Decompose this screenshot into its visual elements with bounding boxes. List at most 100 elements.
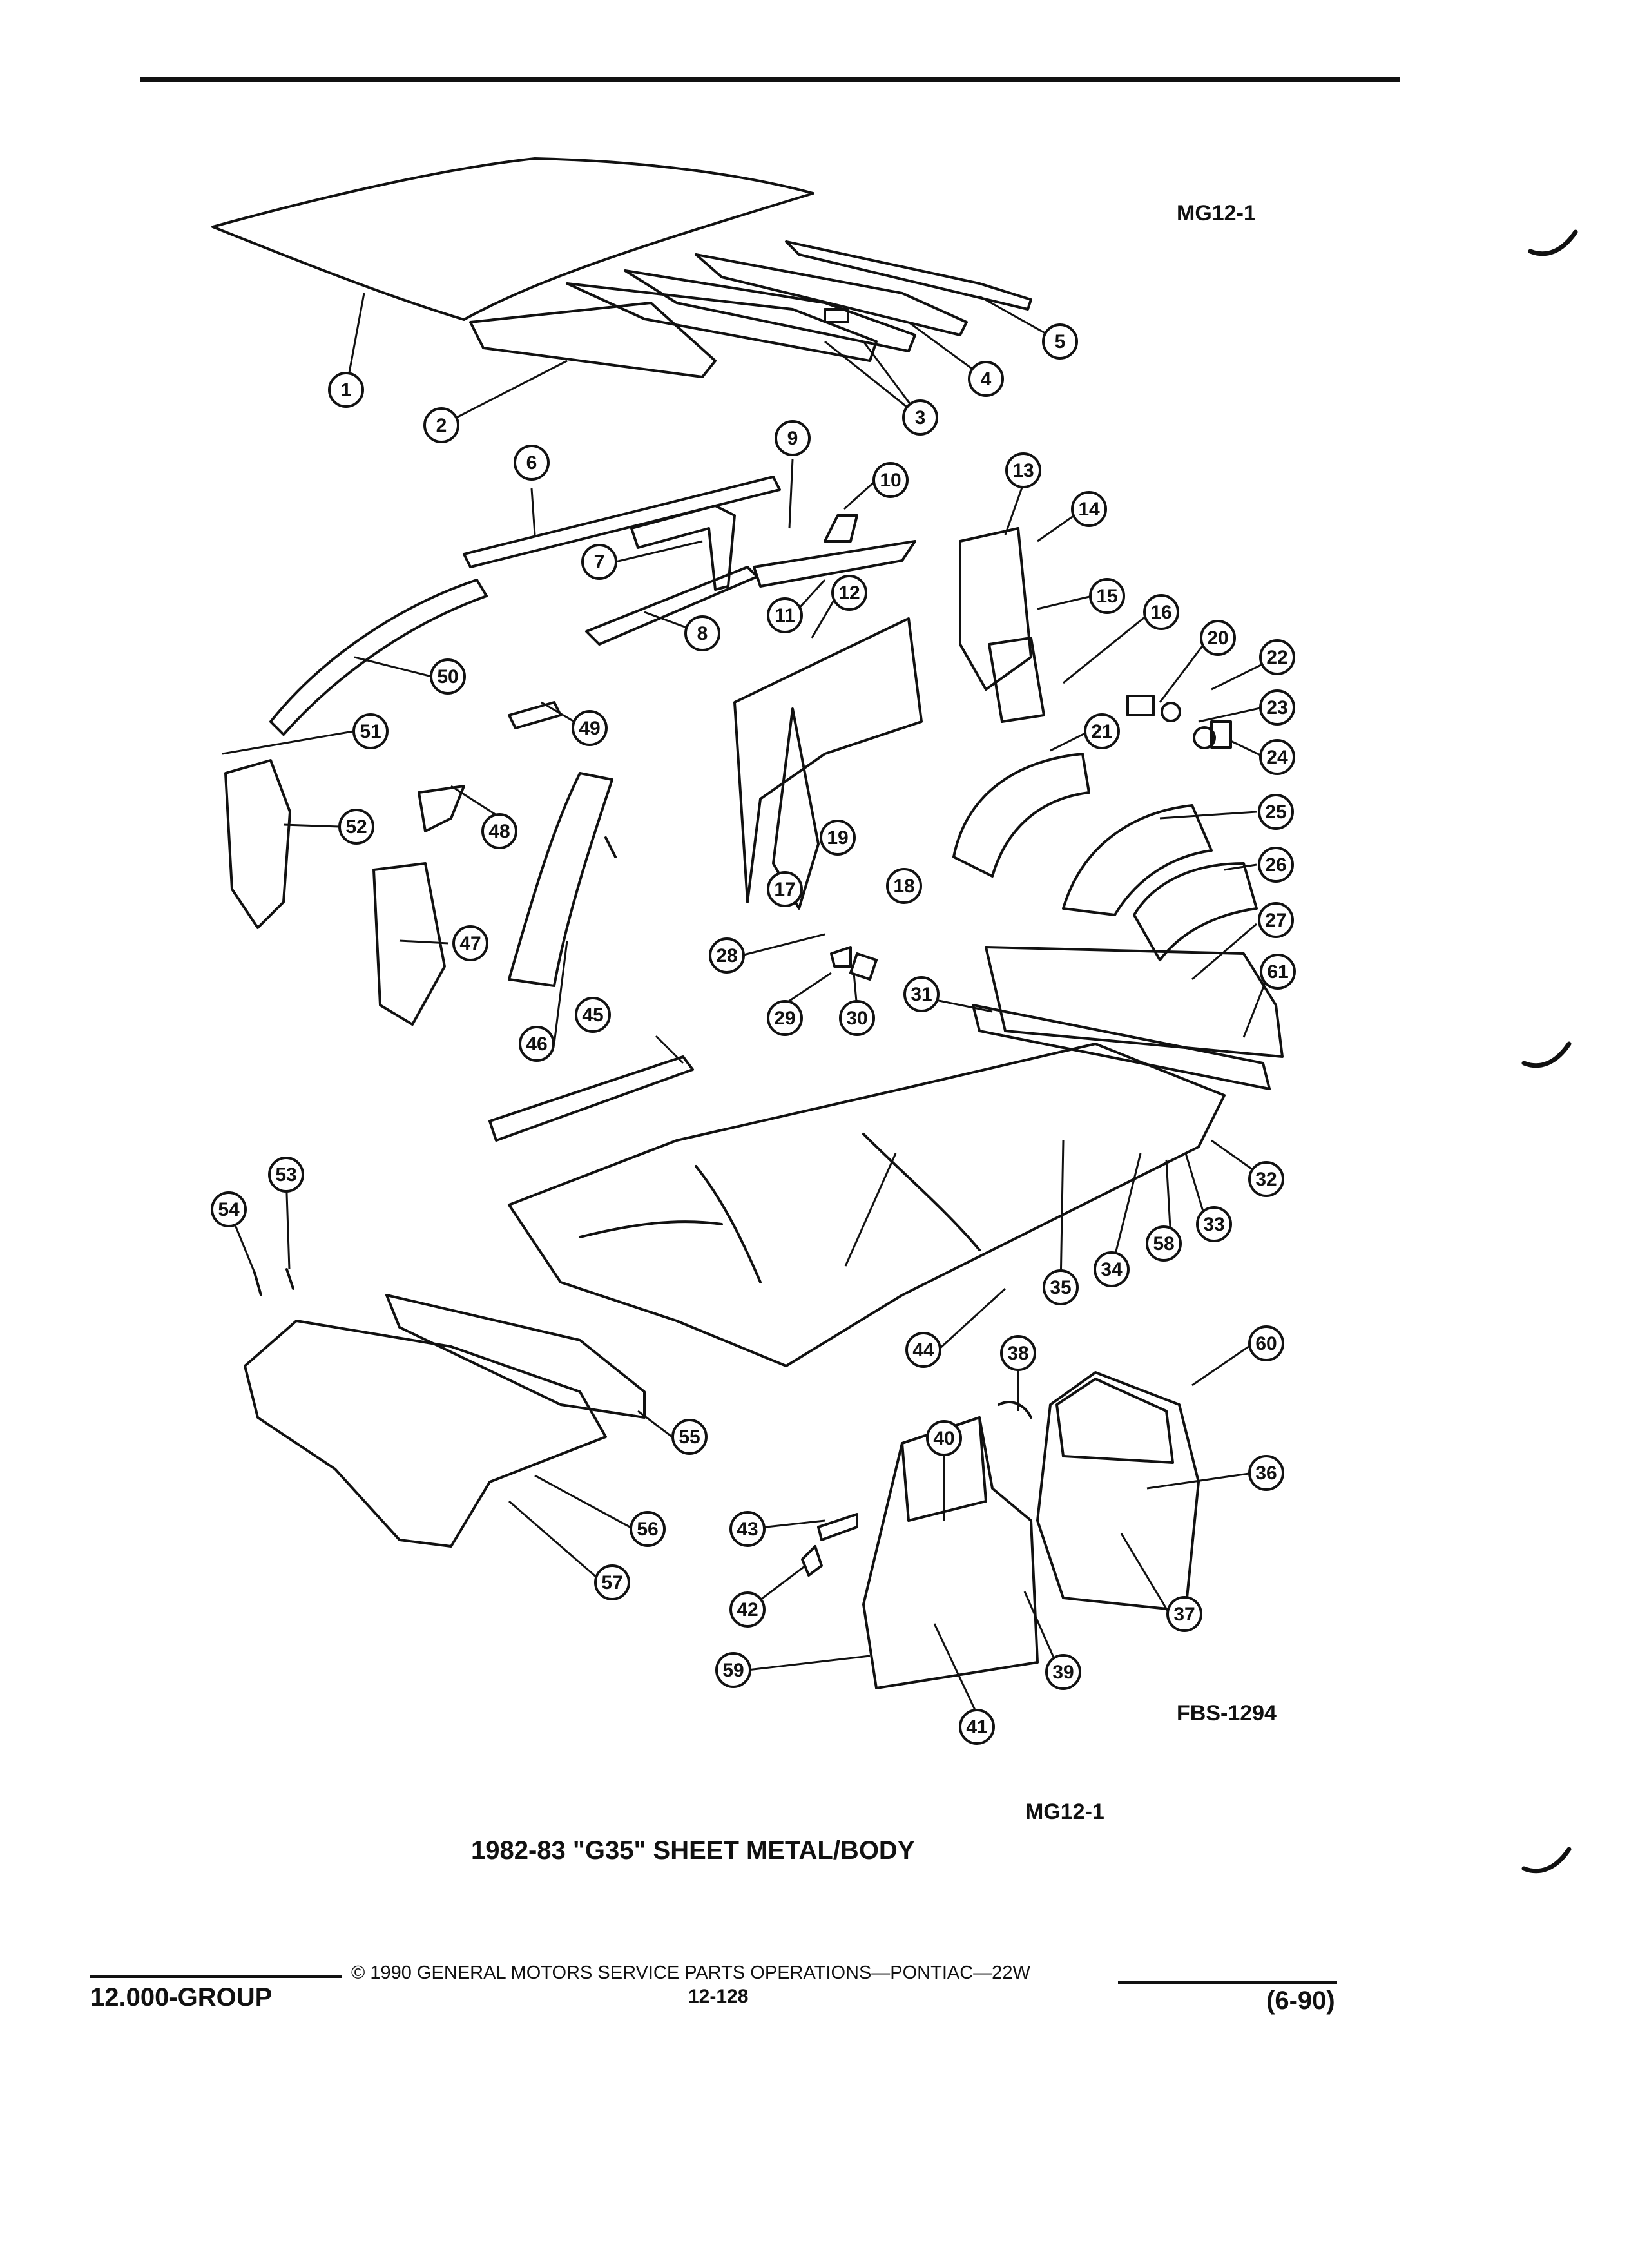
callout-36: 36	[1248, 1455, 1284, 1491]
callout-46: 46	[519, 1026, 555, 1062]
callout-number: 52	[345, 816, 367, 838]
callout-number: 26	[1265, 854, 1286, 876]
callout-circle	[1259, 689, 1295, 726]
callout-circle	[926, 1420, 962, 1456]
callout-25: 25	[1258, 794, 1294, 830]
callout-circle	[709, 937, 745, 974]
callout-number: 49	[579, 718, 600, 739]
callout-number: 20	[1207, 628, 1228, 649]
callout-number: 7	[594, 552, 605, 573]
callout-5: 5	[1042, 323, 1078, 360]
callout-circle	[1000, 1335, 1036, 1371]
callout-circle	[1166, 1596, 1202, 1632]
callout-circle	[1248, 1455, 1284, 1491]
callout-3: 3	[902, 399, 938, 436]
callout-circle	[430, 658, 466, 695]
callout-11: 11	[767, 597, 803, 633]
callout-30: 30	[839, 1000, 875, 1036]
callout-10: 10	[872, 462, 909, 498]
callout-52: 52	[338, 809, 374, 845]
callout-number: 13	[1012, 460, 1034, 481]
footer-page-number: 12-128	[688, 1986, 749, 2007]
callout-circle	[1043, 1269, 1079, 1305]
callout-circle	[514, 445, 550, 481]
callout-number: 36	[1255, 1463, 1277, 1484]
callout-number: 54	[218, 1199, 240, 1220]
callout-number: 33	[1203, 1214, 1224, 1235]
callout-56: 56	[630, 1511, 666, 1547]
callout-circle	[1260, 954, 1296, 990]
callout-number: 1	[341, 380, 352, 401]
callout-40: 40	[926, 1420, 962, 1456]
callout-48: 48	[481, 813, 517, 849]
callout-58: 58	[1146, 1225, 1182, 1262]
callout-32: 32	[1248, 1161, 1284, 1197]
callout-33: 33	[1196, 1206, 1232, 1242]
callout-number: 59	[722, 1660, 744, 1681]
callout-number: 39	[1052, 1662, 1074, 1683]
callout-circle	[352, 713, 389, 749]
callout-35: 35	[1043, 1269, 1079, 1305]
callout-number: 25	[1265, 802, 1286, 823]
callout-circle	[1258, 902, 1294, 938]
callout-circle	[729, 1511, 766, 1547]
callout-number: 46	[526, 1033, 547, 1055]
callout-44: 44	[905, 1332, 941, 1368]
callout-14: 14	[1071, 491, 1107, 527]
callout-23: 23	[1259, 689, 1295, 726]
callout-17: 17	[767, 871, 803, 907]
top-rule	[140, 77, 1400, 82]
callout-22: 22	[1259, 639, 1295, 675]
callout-number: 38	[1007, 1343, 1028, 1364]
callout-circle	[1259, 639, 1295, 675]
callout-47: 47	[452, 925, 488, 961]
binder-mark-3	[1521, 1847, 1572, 1874]
callout-15: 15	[1089, 578, 1125, 614]
callout-circle	[1258, 794, 1294, 830]
callout-number: 58	[1153, 1233, 1174, 1254]
callout-number: 42	[737, 1599, 758, 1620]
callout-circle	[715, 1652, 751, 1688]
callout-37: 37	[1166, 1596, 1202, 1632]
callout-number: 41	[966, 1716, 987, 1738]
callout-circle	[839, 1000, 875, 1036]
callout-31: 31	[903, 976, 940, 1012]
callout-number: 6	[526, 452, 537, 474]
callout-41: 41	[959, 1709, 995, 1745]
callout-38: 38	[1000, 1335, 1036, 1371]
figure-code-bottom: MG12-1	[1025, 1800, 1104, 1824]
callout-9: 9	[775, 420, 811, 456]
callout-16: 16	[1143, 594, 1179, 630]
callout-circle	[1071, 491, 1107, 527]
callout-circle	[1042, 323, 1078, 360]
callout-number: 12	[838, 582, 860, 604]
callout-circle	[1143, 594, 1179, 630]
callout-18: 18	[886, 868, 922, 904]
callout-number: 35	[1050, 1277, 1071, 1298]
callout-34: 34	[1094, 1251, 1130, 1287]
callout-7: 7	[581, 544, 617, 580]
callout-number: 19	[827, 827, 848, 849]
callout-number: 22	[1266, 647, 1287, 668]
callout-circle	[1005, 452, 1041, 488]
callout-circle	[1089, 578, 1125, 614]
callout-49: 49	[572, 710, 608, 746]
callout-number: 9	[787, 428, 798, 449]
callout-circle	[328, 372, 364, 408]
callout-circle	[767, 871, 803, 907]
callout-circle	[268, 1157, 304, 1193]
callout-number: 18	[893, 876, 914, 897]
callout-number: 27	[1265, 910, 1286, 931]
callout-circle	[767, 597, 803, 633]
callout-number: 21	[1091, 721, 1112, 742]
callout-26: 26	[1258, 847, 1294, 883]
callout-circle	[886, 868, 922, 904]
callout-number: 28	[716, 945, 737, 966]
callout-29: 29	[767, 1000, 803, 1036]
footer-rule-right	[1118, 1981, 1337, 1984]
callout-1: 1	[328, 372, 364, 408]
callout-number: 10	[880, 470, 901, 491]
callout-circle	[519, 1026, 555, 1062]
callout-number: 61	[1267, 961, 1288, 983]
callout-circle	[481, 813, 517, 849]
